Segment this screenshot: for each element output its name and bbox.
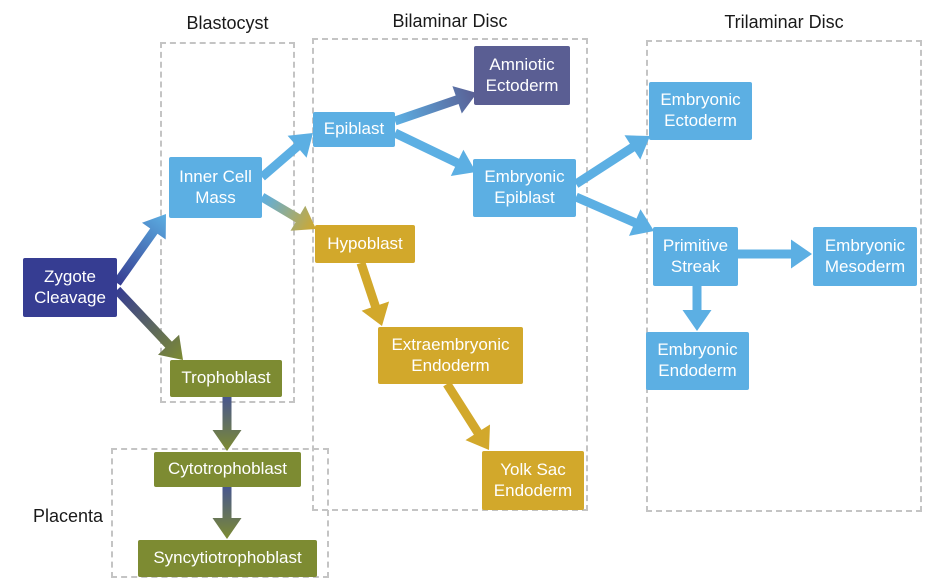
node-epiblast: Epiblast [313, 112, 395, 147]
node-amniotic-ectoderm: Amniotic Ectoderm [474, 46, 570, 105]
edge-zygote-to-inner-cell-mass [113, 214, 166, 286]
node-label: Zygote Cleavage [34, 266, 106, 307]
node-yolk-sac-endoderm: Yolk Sac Endoderm [482, 451, 584, 510]
node-syncytiotrophoblast: Syncytiotrophoblast [138, 540, 317, 577]
node-label: Extraembryonic Endoderm [391, 334, 510, 375]
node-label: Yolk Sac Endoderm [493, 459, 573, 500]
node-label: Trophoblast [181, 368, 271, 388]
node-zygote-cleavage: Zygote Cleavage [23, 258, 117, 317]
group-bilaminar-disc [312, 38, 588, 511]
group-title-trilaminar-disc: Trilaminar Disc [724, 12, 844, 32]
node-label: Hypoblast [327, 233, 403, 253]
group-title-bilaminar-disc: Bilaminar Disc [392, 11, 508, 31]
node-label: Embryonic Mesoderm [824, 235, 906, 276]
node-label: Embryonic Epiblast [484, 167, 565, 207]
node-label: Amniotic Ectoderm [485, 54, 559, 95]
node-embryonic-endoderm: Embryonic Endoderm [646, 332, 749, 390]
node-inner-cell-mass: Inner Cell Mass [169, 157, 262, 218]
node-extraembryonic-endoderm: Extraembryonic Endoderm [378, 327, 523, 384]
node-hypoblast: Hypoblast [315, 225, 415, 263]
group-trilaminar-disc [646, 40, 922, 512]
node-label: Epiblast [323, 119, 385, 139]
node-label: Cytotrophoblast [167, 459, 288, 479]
node-embryonic-ectoderm: Embryonic Ectoderm [649, 82, 752, 140]
node-cytotrophoblast: Cytotrophoblast [154, 452, 301, 487]
group-title-placenta: Placenta [33, 506, 104, 526]
node-label: Primitive Streak [662, 235, 729, 276]
node-label: Inner Cell Mass [179, 166, 252, 207]
node-embryonic-epiblast: Embryonic Epiblast [473, 159, 576, 217]
group-title-blastocyst: Blastocyst [186, 13, 269, 33]
edge-trophoblast-to-cytotrophoblast [212, 397, 242, 451]
node-label: Embryonic Endoderm [657, 340, 738, 380]
node-label: Embryonic Ectoderm [660, 90, 741, 130]
node-embryonic-mesoderm: Embryonic Mesoderm [813, 227, 917, 286]
node-primitive-streak: Primitive Streak [653, 227, 738, 286]
group-blastocyst [160, 42, 295, 403]
node-label: Syncytiotrophoblast [153, 548, 302, 568]
node-trophoblast: Trophoblast [170, 360, 282, 397]
